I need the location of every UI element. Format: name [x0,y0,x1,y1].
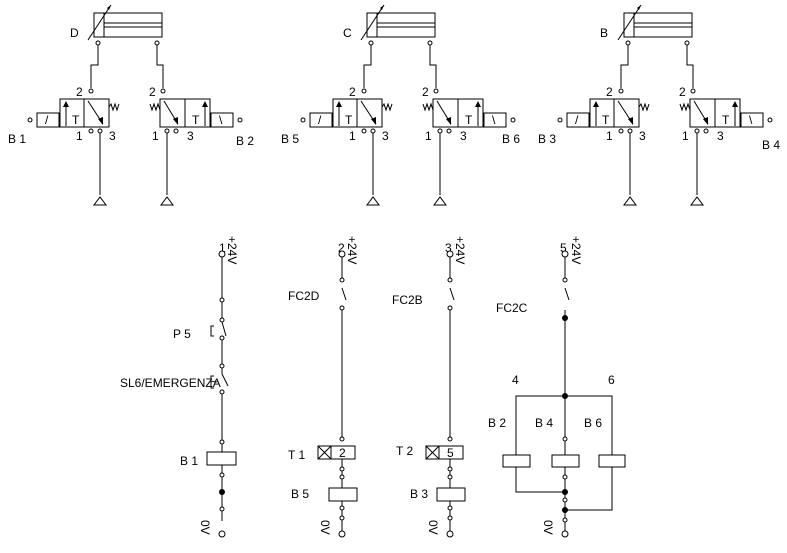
valve-b-right: 2 T \ B 4 1 3 [679,45,780,206]
solenoid-symbol: \ [219,113,223,127]
valve-c-left: 2 / T B 5 1 3 [281,45,393,206]
solenoid-label-b6: B 6 [502,132,520,146]
cylinder-d [87,4,163,46]
solenoid-label-b2: B 2 [236,134,254,148]
port-label: 1 [349,129,356,143]
valve-symbol: T [192,113,200,127]
port-label: 1 [606,129,613,143]
solenoid-symbol: \ [749,113,753,127]
port-label: 1 [152,129,159,143]
supply-label: +24V [225,236,239,264]
timer-label-t1: T 1 [288,448,305,462]
valve-d-left: 2 / T B 1 1 3 [8,45,120,206]
port-label: 1 [76,129,83,143]
cylinder-label-b: B [600,26,608,40]
coil-label-b2: B 2 [488,416,506,430]
port-label: 3 [460,129,467,143]
port-label: 3 [382,129,389,143]
timer-value-t2: 5 [447,446,454,460]
ground-label: 0V [541,520,555,535]
pneumatic-group-d: D 2 / T B 1 1 3 [8,4,254,206]
valve-symbol: T [602,113,610,127]
line-number: 3 [445,241,452,255]
coil-label-b3: B 3 [410,487,428,501]
solenoid-symbol: \ [492,113,496,127]
electrical-line-2: 2 +24V FC2D 2 T 1 B 5 0V [288,236,359,538]
ground-label: 0V [426,520,440,535]
electrical-line-5: 5 +24V FC2C 4 6 B 2 B 4 B 6 0V [488,236,626,538]
valve-symbol: T [345,113,353,127]
solenoid-label-b1: B 1 [8,132,26,146]
valve-d-right: 2 T \ B 2 1 3 [149,45,254,206]
port-label: 2 [679,85,686,99]
pneumatic-group-c: C 2 / T B 5 1 3 [281,4,520,206]
supply-label: +24V [569,236,583,264]
coil-label-b1: B 1 [180,454,198,468]
coil-label-b5: B 5 [291,487,309,501]
line-number: 5 [560,241,567,255]
port-label: 2 [422,85,429,99]
timer-value-t1: 2 [339,446,346,460]
pneumatic-group-b: B 2 / T B 3 1 3 [538,4,780,206]
port-label: 1 [682,129,689,143]
solenoid-label-b4: B 4 [762,138,780,152]
solenoid-symbol: / [575,113,579,127]
contact-label-fc2d: FC2D [288,289,320,303]
cylinder-c [360,4,436,46]
solenoid-label-b5: B 5 [281,132,299,146]
port-label: 2 [76,85,83,99]
valve-symbol: T [72,113,80,127]
cylinder-label-c: C [343,26,352,40]
supply-label: +24V [453,236,467,264]
cylinder-b [617,4,693,46]
supply-label: +24V [345,236,359,264]
emergency-symbol: ~ [211,375,218,389]
solenoid-symbol: / [45,113,49,127]
ground-label: 0V [318,520,332,535]
port-label: 3 [109,129,116,143]
port-label: 3 [639,129,646,143]
port-label: 3 [187,129,194,143]
line-number: 1 [219,241,226,255]
electrical-line-3: 3 +24V FC2B 5 T 2 B 3 0V [392,236,467,538]
cylinder-label-d: D [70,26,79,40]
coil-label-b6: B 6 [584,416,602,430]
port-label: 2 [606,85,613,99]
port-label: 2 [349,85,356,99]
ground-label: 0V [198,520,212,535]
contact-label-p5: P 5 [173,327,191,341]
valve-b-left: 2 / T B 3 1 3 [538,45,650,206]
node-label: 4 [512,373,519,387]
valve-symbol: T [722,113,730,127]
valve-c-right: 2 T \ B 6 1 3 [422,45,520,206]
solenoid-label-b3: B 3 [538,132,556,146]
contact-label-fc2c: FC2C [496,301,528,315]
timer-label-t2: T 2 [396,444,413,458]
port-label: 1 [425,129,432,143]
port-label: 2 [149,85,156,99]
contact-label-emergency: SL6/EMERGENZA [120,376,221,390]
valve-symbol: T [465,113,473,127]
port-label: 3 [717,129,724,143]
contact-label-fc2b: FC2B [392,293,423,307]
node-label: 6 [608,373,615,387]
electrical-line-1: 1 +24V P 5 ~ SL6/EMERGENZA B 1 0V [120,236,239,538]
solenoid-symbol: / [318,113,322,127]
line-number: 2 [338,241,345,255]
coil-label-b4: B 4 [535,416,553,430]
